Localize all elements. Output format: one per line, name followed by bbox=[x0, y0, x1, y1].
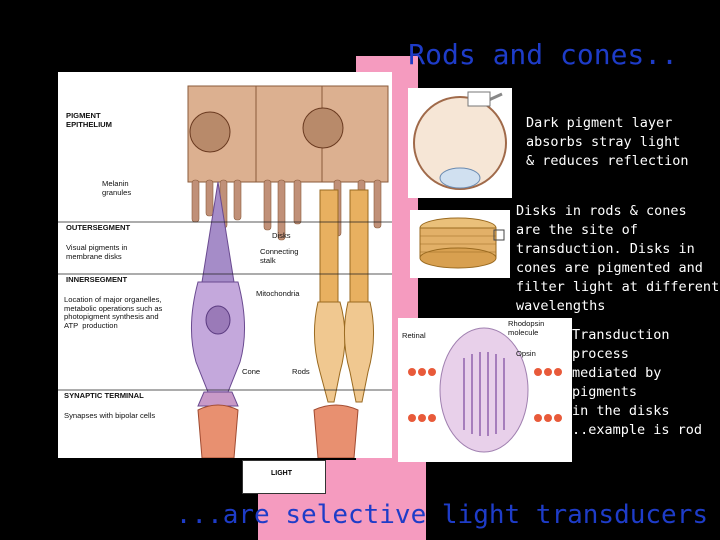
photoreceptor-diagram: PIGMENT EPITHELIUM Melanin granules OUTE… bbox=[58, 72, 392, 458]
note-disks-line-4: cones are pigmented and bbox=[516, 259, 719, 278]
label-connecting-stalk: Connecting stalk bbox=[260, 248, 298, 265]
eye-thumbnail bbox=[408, 88, 512, 198]
note-pigment-line-2: absorbs stray light bbox=[526, 133, 689, 152]
note-pigment-line-3: & reduces reflection bbox=[526, 152, 689, 171]
note-transduction-line-2: process bbox=[572, 345, 702, 364]
label-synaptic-terminal: SYNAPTIC TERMINAL bbox=[64, 392, 144, 401]
note-disks-line-1: Disks in rods & cones bbox=[516, 202, 719, 221]
label-melanin-granules: Melanin granules bbox=[102, 180, 131, 197]
note-disks-line-2: are the site of bbox=[516, 221, 719, 240]
eye-illustration bbox=[408, 88, 512, 198]
label-pigment-epithelium: PIGMENT EPITHELIUM bbox=[66, 112, 112, 129]
note-transduction-line-3: mediated by bbox=[572, 364, 702, 383]
light-arrow-box bbox=[242, 460, 326, 494]
disk-stack-thumbnail bbox=[410, 210, 510, 278]
label-organelles: Location of major organelles, metabolic … bbox=[64, 296, 162, 330]
label-outer-segment: OUTERSEGMENT bbox=[66, 224, 130, 233]
label-visual-pigments: Visual pigments in membrane disks bbox=[66, 244, 128, 261]
label-inner-segment: INNERSEGMENT bbox=[66, 276, 127, 285]
slide-title: Rods and cones.. bbox=[0, 38, 720, 71]
label-cone: Cone bbox=[242, 368, 260, 377]
note-disks-line-6: wavelengths bbox=[516, 297, 719, 316]
note-disks-line-5: filter light at different bbox=[516, 278, 719, 297]
note-disks: Disks in rods & cones are the site of tr… bbox=[516, 202, 719, 316]
note-transduction-line-6: ..example is rod bbox=[572, 421, 702, 440]
label-light: LIGHT bbox=[271, 470, 292, 477]
label-synapses: Synapses with bipolar cells bbox=[64, 412, 155, 421]
note-transduction-line-5: in the disks bbox=[572, 402, 702, 421]
note-pigment-layer: Dark pigment layer absorbs stray light &… bbox=[526, 114, 689, 171]
note-transduction: Transduction process mediated by pigment… bbox=[572, 326, 702, 440]
label-mitochondria: Mitochondria bbox=[256, 290, 299, 299]
note-transduction-line-4: pigments bbox=[572, 383, 702, 402]
disk-stack-illustration bbox=[410, 210, 510, 278]
label-rod: Rods bbox=[292, 368, 310, 377]
label-retinal: Retinal bbox=[402, 332, 426, 341]
label-rhodopsin-molecule: Rhodopsin molecule bbox=[508, 320, 544, 337]
label-opsin: Opsin bbox=[516, 350, 536, 359]
bottom-caption: ...are selective light transducers bbox=[0, 500, 720, 530]
note-pigment-line-1: Dark pigment layer bbox=[526, 114, 689, 133]
rhodopsin-inset: Retinal Rhodopsin molecule Opsin bbox=[398, 318, 572, 462]
label-disks: Disks bbox=[272, 232, 291, 241]
note-transduction-line-1: Transduction bbox=[572, 326, 702, 345]
note-disks-line-3: transduction. Disks in bbox=[516, 240, 719, 259]
